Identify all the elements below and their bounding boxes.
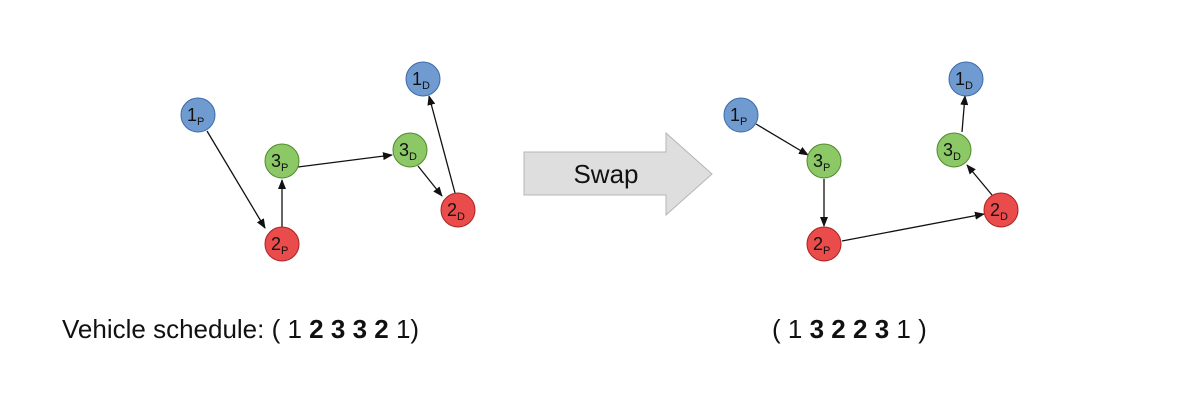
node-delivery-1: 1D <box>948 61 984 97</box>
route-after-swap: 1P 3P 2P 2D 3D 1D <box>723 61 1019 262</box>
schedule-suffix: 1 ) <box>889 314 927 344</box>
schedule-prefix: ( 1 <box>772 314 810 344</box>
node-delivery-2: 2D <box>983 192 1019 228</box>
schedule-swap-item: 3 <box>352 314 368 344</box>
svg-text:1P: 1P <box>187 105 204 128</box>
schedule-after-swap: ( 1 3 2 2 3 1 ) <box>772 314 927 345</box>
svg-text:1D: 1D <box>412 69 430 92</box>
schedule-swap-item: 3 <box>330 314 346 344</box>
svg-text:3P: 3P <box>271 151 288 174</box>
node-pickup-2: 2P <box>264 226 300 262</box>
schedule-swap-item: 2 <box>309 314 324 344</box>
svg-text:1P: 1P <box>730 105 747 128</box>
schedule-swap-item: 2 <box>852 314 868 344</box>
svg-text:3P: 3P <box>813 151 830 174</box>
node-pickup-3: 3P <box>264 143 300 179</box>
swap-label: Swap <box>573 159 638 189</box>
schedule-swap-item: 3 <box>874 314 890 344</box>
svg-text:1D: 1D <box>955 69 973 92</box>
node-pickup-1: 1P <box>723 97 759 133</box>
edge-3p-to-3d <box>297 152 393 168</box>
node-pickup-3: 3P <box>806 143 842 179</box>
edge-1p-to-2p <box>206 130 266 229</box>
route-before-swap: 1P 3P 2P 3D 2D 1D <box>180 61 476 262</box>
schedule-before-swap: Vehicle schedule: ( 1 2 3 3 2 1) <box>62 314 419 345</box>
schedule-swap-item: 2 <box>374 314 389 344</box>
svg-text:3D: 3D <box>943 140 961 163</box>
edge-2d-to-1d <box>427 95 456 194</box>
node-delivery-1: 1D <box>405 61 441 97</box>
svg-text:2P: 2P <box>813 234 830 257</box>
svg-text:2P: 2P <box>271 234 288 257</box>
swap-arrow: Swap <box>523 131 713 217</box>
schedule-swap-item: 3 <box>809 314 825 344</box>
svg-text:2D: 2D <box>447 200 465 223</box>
edge-1p-to-3p <box>755 123 809 156</box>
node-delivery-2: 2D <box>440 192 476 228</box>
edge-2p-to-2d <box>841 211 985 242</box>
node-delivery-3: 3D <box>936 132 972 168</box>
svg-text:3D: 3D <box>399 140 417 163</box>
node-pickup-2: 2P <box>806 226 842 262</box>
node-delivery-3: 3D <box>392 132 428 168</box>
edge-3d-to-1d <box>960 95 969 133</box>
edge-3d-to-2d <box>417 165 443 197</box>
schedule-swap-item: 2 <box>831 314 846 344</box>
edge-2d-to-3d <box>966 164 993 196</box>
svg-text:2D: 2D <box>990 200 1008 223</box>
schedule-prefix: Vehicle schedule: ( 1 <box>62 314 310 344</box>
node-pickup-1: 1P <box>180 97 216 133</box>
schedule-suffix: 1) <box>388 314 420 344</box>
